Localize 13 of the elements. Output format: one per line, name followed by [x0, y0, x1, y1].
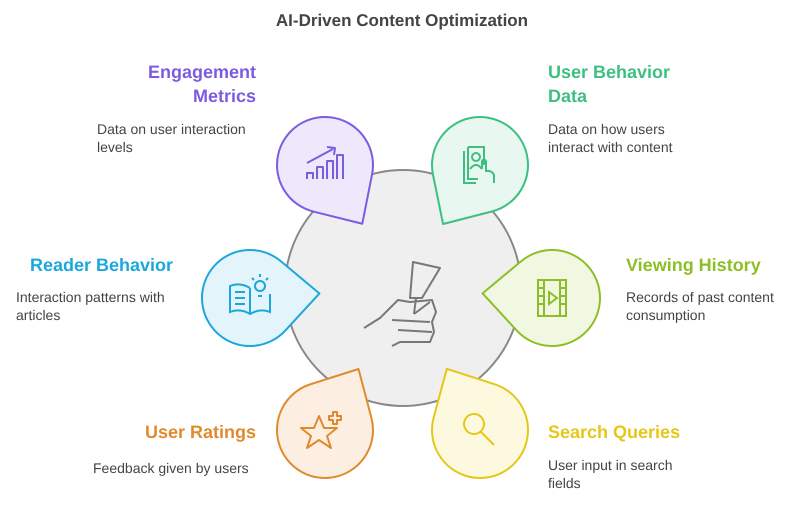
heading: User Behavior Data — [548, 61, 672, 108]
description: Interaction patterns with articles — [16, 288, 166, 324]
heading: Engagement Metrics — [146, 61, 256, 108]
diagram-title: AI-Driven Content Optimization — [274, 11, 530, 31]
heading: Search Queries — [548, 421, 682, 444]
description: Records of past content consumption — [626, 288, 775, 324]
heading: Reader Behavior — [30, 254, 174, 277]
description: Data on user interaction levels — [97, 120, 247, 156]
description: Feedback given by users — [93, 459, 250, 477]
heading: Viewing History — [626, 254, 762, 277]
description: User input in search fields — [548, 456, 674, 492]
description: Data on how users interact with content — [548, 120, 674, 156]
heading: User Ratings — [144, 421, 256, 444]
